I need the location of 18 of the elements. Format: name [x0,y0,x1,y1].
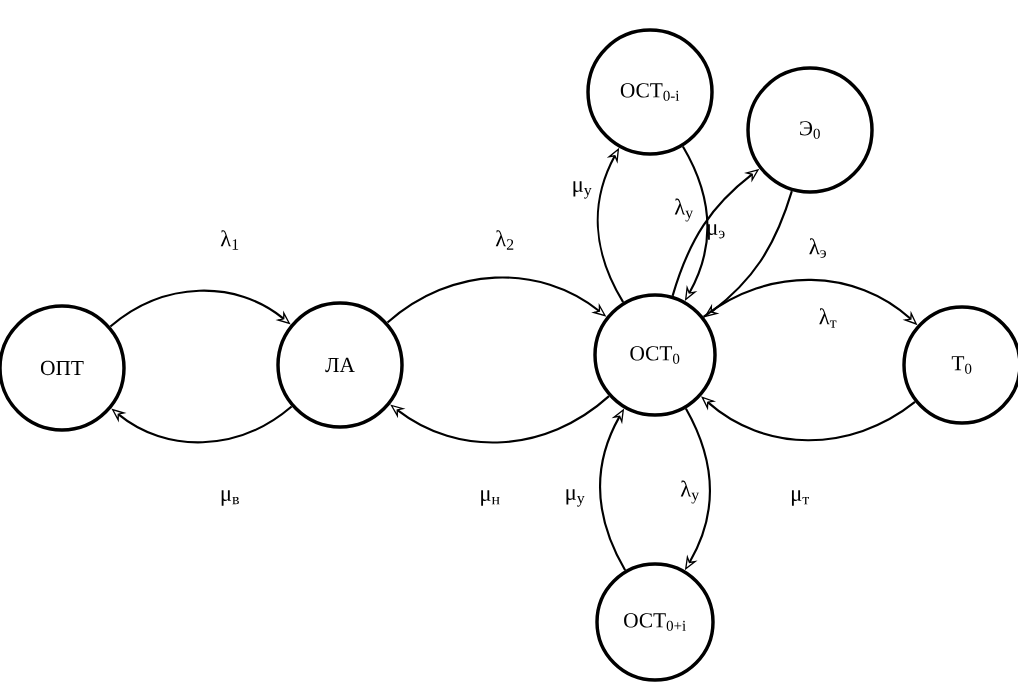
edge-label: λ$_{2}$ [495,230,514,250]
edge-label: μ$_{в}$ [221,490,239,506]
edge-label: μ$_{н}$ [481,490,500,506]
edge-label: λ$_{т}$ [819,308,837,328]
transition-arrow [109,289,291,328]
edge-label: μ$_{т}$ [791,490,809,506]
edge-label: μ$_{у}$ [566,489,585,507]
edge-label: μ$_{э}$ [708,224,725,240]
transition-arrow [111,405,293,444]
edge-label: λ$_{э}$ [809,238,826,258]
edge-label: λ$_{у}$ [674,198,694,222]
transition-arrow [390,395,610,444]
edge-label: μ$_{у}$ [573,181,592,199]
transition-arrow [704,190,793,318]
edge-label: λ$_{1}$ [220,230,239,250]
transition-arrow [681,146,709,301]
transition-arrow [701,396,916,442]
edge-label: λ$_{у}$ [680,480,700,504]
